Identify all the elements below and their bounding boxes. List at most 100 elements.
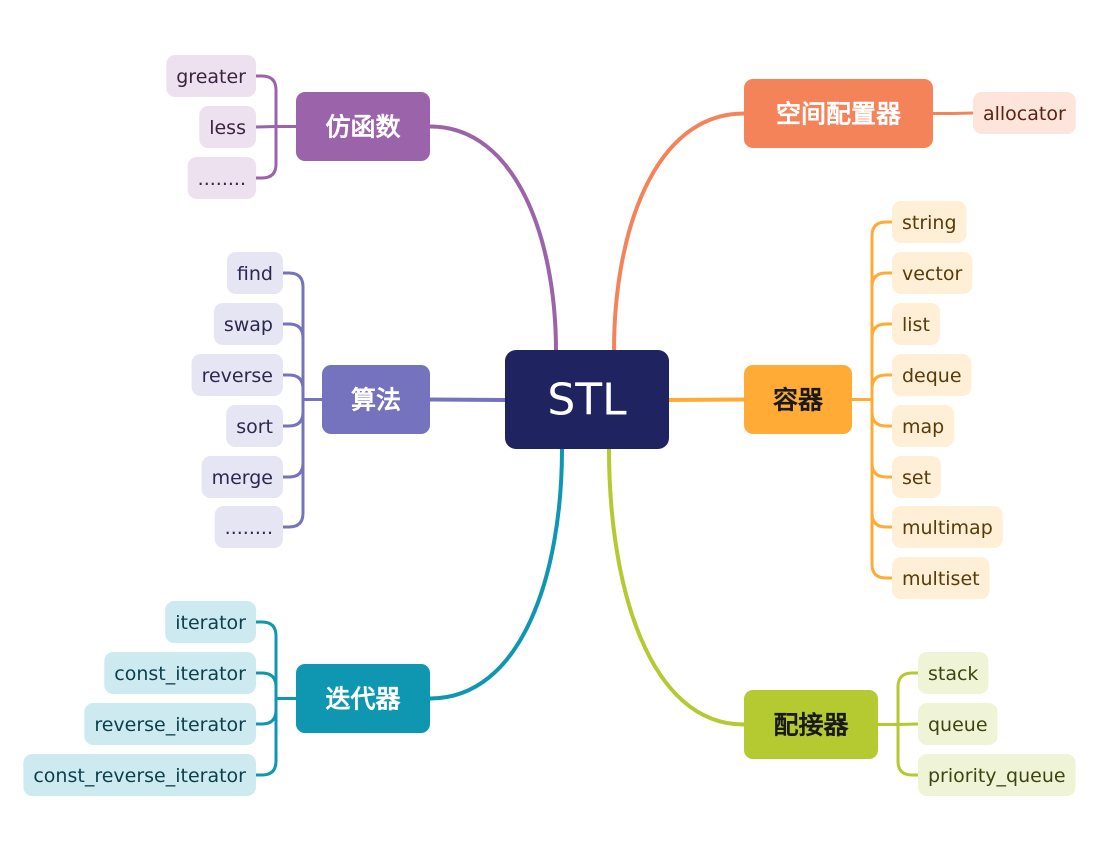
leaf-node-box bbox=[166, 55, 256, 97]
edge-leaf-functor-0 bbox=[256, 74, 278, 127]
leaf-node-box bbox=[892, 201, 967, 243]
leaf-node-box bbox=[892, 303, 940, 345]
edge-leaf-adapter-0 bbox=[896, 671, 918, 725]
leaf-node-container-7: multiset bbox=[892, 557, 990, 599]
leaf-node-box bbox=[214, 506, 283, 548]
branch-node-box bbox=[296, 92, 430, 161]
leaf-node-label: iterator bbox=[175, 612, 246, 634]
leaf-node-box bbox=[892, 354, 972, 396]
edge-root-allocator bbox=[612, 111, 746, 353]
leaf-node-box bbox=[892, 557, 990, 599]
edge-root-iterator bbox=[428, 447, 564, 701]
branch-node-label: 空间配置器 bbox=[776, 100, 902, 129]
leaf-node-container-1: vector bbox=[892, 252, 973, 294]
leaf-node-container-2: list bbox=[892, 303, 940, 345]
leaf-node-adapter-1: queue bbox=[918, 703, 998, 745]
leaf-node-functor-0: greater bbox=[166, 55, 256, 97]
root-node-stl: STL bbox=[505, 350, 669, 449]
edge-leaf-container-6 bbox=[870, 399, 892, 529]
leaf-node-algorithm-2: reverse bbox=[191, 354, 283, 396]
leaf-node-box bbox=[199, 106, 256, 148]
edge-leaf-container-0 bbox=[870, 220, 892, 400]
leaf-node-label: find bbox=[237, 263, 273, 285]
edge-leaf-allocator-0 bbox=[952, 111, 974, 115]
leaf-node-adapter-0: stack bbox=[918, 652, 989, 694]
leaf-node-label: ........ bbox=[198, 168, 246, 190]
edge-leaf-algorithm-3 bbox=[283, 399, 305, 428]
leaf-node-label: sort bbox=[236, 416, 273, 438]
edge-leaf-container-4 bbox=[870, 399, 892, 428]
leaf-node-label: stack bbox=[928, 663, 978, 685]
leaf-node-label: string bbox=[902, 212, 957, 234]
edge-leaf-functor-2 bbox=[256, 126, 278, 180]
leaf-node-label: multimap bbox=[902, 517, 993, 539]
leaf-node-label: less bbox=[209, 117, 246, 139]
leaf-node-algorithm-3: sort bbox=[226, 405, 283, 447]
leaf-node-label: greater bbox=[176, 66, 246, 88]
branch-node-container: 容器 bbox=[744, 365, 852, 434]
edge-leaf-container-2 bbox=[870, 322, 892, 400]
leaf-node-label: allocator bbox=[983, 103, 1066, 125]
edge-root-adapter bbox=[607, 447, 746, 727]
edge-leaf-iterator-1 bbox=[256, 671, 278, 699]
leaf-node-label: reverse bbox=[202, 365, 273, 387]
edge-leaf-adapter-2 bbox=[896, 724, 918, 777]
edge-root-algorithm bbox=[428, 397, 507, 402]
leaf-node-adapter-2: priority_queue bbox=[918, 754, 1076, 796]
leaf-node-box bbox=[165, 601, 256, 643]
leaf-node-container-3: deque bbox=[892, 354, 972, 396]
branch-node-allocator: 空间配置器 bbox=[744, 79, 933, 148]
edge-root-container bbox=[667, 397, 746, 402]
leaf-node-algorithm-4: merge bbox=[201, 456, 283, 498]
root-node-box bbox=[505, 350, 669, 449]
leaf-node-functor-1: less bbox=[199, 106, 256, 148]
edge-leaf-container-7 bbox=[870, 399, 892, 580]
leaf-node-label: const_iterator bbox=[114, 663, 246, 685]
leaf-node-label: queue bbox=[928, 714, 988, 736]
leaf-node-label: ........ bbox=[225, 517, 273, 539]
branch-node-label: 仿函数 bbox=[325, 113, 401, 142]
branch-node-iterator: 迭代器 bbox=[296, 664, 430, 733]
branch-node-box bbox=[744, 79, 933, 148]
edge-leaf-algorithm-0 bbox=[283, 271, 305, 400]
edge-leaf-algorithm-2 bbox=[283, 373, 305, 400]
edge-leaf-container-1 bbox=[870, 271, 892, 400]
branch-node-adapter: 配接器 bbox=[744, 690, 878, 759]
leaf-node-functor-2: ........ bbox=[187, 157, 256, 199]
edge-leaf-algorithm-4 bbox=[283, 399, 305, 479]
leaf-node-allocator-0: allocator bbox=[973, 92, 1076, 134]
leaf-node-box bbox=[892, 506, 1003, 548]
branch-node-algorithm: 算法 bbox=[322, 365, 430, 434]
branch-node-functor: 仿函数 bbox=[296, 92, 430, 161]
branch-node-label: 迭代器 bbox=[325, 685, 401, 714]
leaf-node-container-6: multimap bbox=[892, 506, 1003, 548]
leaf-node-label: const_reverse_iterator bbox=[33, 765, 246, 787]
leaf-node-box bbox=[104, 652, 256, 694]
edge-leaf-functor-1 bbox=[255, 125, 277, 129]
edge-leaf-adapter-1 bbox=[897, 722, 919, 726]
leaf-node-box bbox=[918, 652, 989, 694]
edge-root-functor bbox=[428, 124, 558, 353]
leaf-node-box bbox=[918, 703, 998, 745]
branch-node-box bbox=[322, 365, 430, 434]
leaf-node-label: map bbox=[902, 416, 944, 438]
leaf-node-label: deque bbox=[902, 365, 962, 387]
leaf-node-box bbox=[892, 405, 955, 447]
leaf-node-label: priority_queue bbox=[928, 765, 1066, 787]
branch-node-label: 算法 bbox=[351, 386, 401, 415]
edge-leaf-container-3 bbox=[870, 373, 892, 400]
leaf-node-container-5: set bbox=[892, 456, 942, 498]
leaf-node-algorithm-5: ........ bbox=[214, 506, 283, 548]
root-node-label: STL bbox=[547, 375, 627, 426]
leaf-node-algorithm-0: find bbox=[226, 252, 283, 294]
leaf-node-box bbox=[201, 456, 283, 498]
leaf-node-box bbox=[226, 252, 283, 294]
edge-leaf-algorithm-1 bbox=[283, 322, 305, 400]
leaf-node-iterator-3: const_reverse_iterator bbox=[23, 754, 256, 796]
leaf-node-box bbox=[191, 354, 283, 396]
branch-node-box bbox=[744, 365, 852, 434]
leaf-node-box bbox=[918, 754, 1076, 796]
leaf-node-container-0: string bbox=[892, 201, 967, 243]
branch-node-label: 配接器 bbox=[773, 711, 849, 740]
